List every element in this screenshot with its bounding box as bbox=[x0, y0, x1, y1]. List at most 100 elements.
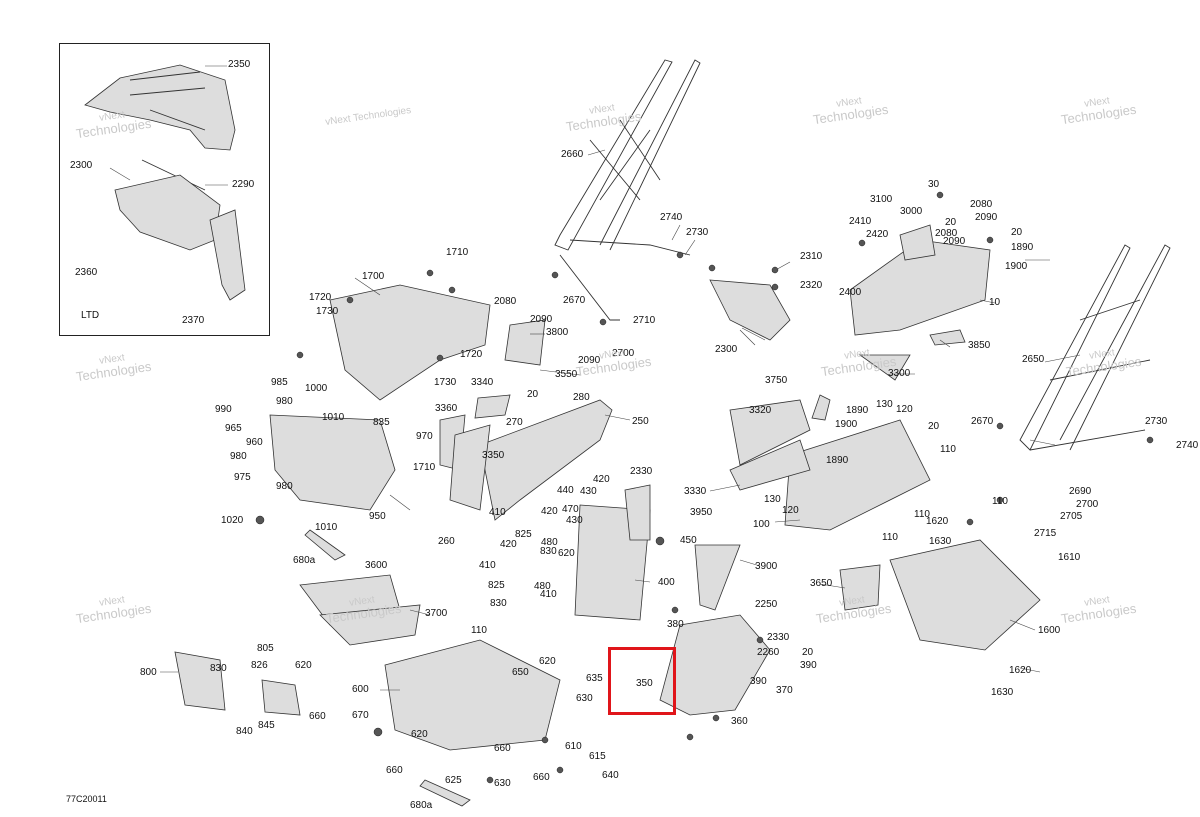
part-number-label: 390 bbox=[800, 660, 817, 671]
seat-assembly-drawing bbox=[84, 64, 246, 301]
part-number-label: 1730 bbox=[434, 377, 457, 388]
part-number-label: 1620 bbox=[926, 516, 949, 527]
part-number-label: 20 bbox=[1011, 227, 1023, 238]
part-number-label: 2250 bbox=[755, 599, 778, 610]
part-number-label: 2700 bbox=[1076, 499, 1099, 510]
part-number-label: 390 bbox=[750, 676, 767, 687]
roll-cage-right-drawing bbox=[1019, 244, 1171, 451]
part-number-label: 2090 bbox=[530, 314, 553, 325]
part-number-label: 2740 bbox=[1176, 440, 1199, 451]
part-number-label: 620 bbox=[411, 729, 428, 740]
part-number-label: 625 bbox=[445, 775, 462, 786]
part-number-label: 20 bbox=[527, 389, 539, 400]
part-number-label: 650 bbox=[512, 667, 529, 678]
part-number-label: 380 bbox=[667, 619, 684, 630]
part-number-label: 2690 bbox=[1069, 486, 1092, 497]
part-number-label: 2330 bbox=[630, 466, 653, 477]
part-number-label: 100 bbox=[753, 519, 770, 530]
part-number-label: 825 bbox=[515, 529, 532, 540]
diagram-code: 77C20011 bbox=[66, 794, 107, 804]
part-number-label: 2705 bbox=[1060, 511, 1083, 522]
part-number-label: 3300 bbox=[888, 368, 911, 379]
part-number-label: 3950 bbox=[690, 507, 713, 518]
part-number-label: 975 bbox=[234, 472, 251, 483]
part-number-label: 3320 bbox=[749, 405, 772, 416]
part-number-label: 1700 bbox=[362, 271, 385, 282]
part-number-label: 2700 bbox=[612, 348, 635, 359]
part-number-label: 2090 bbox=[578, 355, 601, 366]
part-number-label: 430 bbox=[580, 486, 597, 497]
part-number-label: 1720 bbox=[460, 349, 483, 360]
part-number-label: 840 bbox=[236, 726, 253, 737]
part-number-label: 830 bbox=[210, 663, 227, 674]
part-number-label: 470 bbox=[562, 504, 579, 515]
part-number-label: 1610 bbox=[1058, 552, 1081, 563]
part-number-label: 950 bbox=[369, 511, 386, 522]
fasteners bbox=[255, 191, 1154, 784]
roll-cage-left-drawing bbox=[554, 59, 701, 321]
part-number-label: 1010 bbox=[322, 412, 345, 423]
part-number-label: 2710 bbox=[633, 315, 656, 326]
part-number-label: 805 bbox=[257, 643, 274, 654]
part-number-label: 990 bbox=[215, 404, 232, 415]
part-number-label: 3360 bbox=[435, 403, 458, 414]
part-number-label: 660 bbox=[309, 711, 326, 722]
part-number-label: 2330 bbox=[767, 632, 790, 643]
part-number-label: 2730 bbox=[1145, 416, 1168, 427]
part-number-label: 826 bbox=[251, 660, 268, 671]
highlight-box bbox=[608, 647, 676, 715]
part-number-label: 1900 bbox=[1005, 261, 1028, 272]
part-number-label: 630 bbox=[494, 778, 511, 789]
part-number-label: 420 bbox=[593, 474, 610, 485]
part-number-label: 965 bbox=[225, 423, 242, 434]
part-number-label: 2650 bbox=[1022, 354, 1045, 365]
part-number-label: 350 bbox=[636, 678, 653, 689]
part-number-label: 2350 bbox=[228, 59, 251, 70]
part-number-label: 2410 bbox=[849, 216, 872, 227]
part-number-label: 680a bbox=[293, 555, 316, 566]
ltd-label: LTD bbox=[81, 310, 100, 321]
ltd-seat-inset bbox=[59, 43, 270, 336]
part-number-label: 30 bbox=[928, 179, 940, 190]
part-number-label: 1020 bbox=[221, 515, 244, 526]
part-number-label: 3340 bbox=[471, 377, 494, 388]
part-number-label: 2670 bbox=[971, 416, 994, 427]
part-number-label: 10 bbox=[989, 297, 1001, 308]
part-number-label: 450 bbox=[680, 535, 697, 546]
part-number-label: 980 bbox=[230, 451, 247, 462]
part-number-label: 1630 bbox=[929, 536, 952, 547]
part-number-label: 980 bbox=[276, 481, 293, 492]
part-number-label: 20 bbox=[928, 421, 940, 432]
part-number-label: 2290 bbox=[232, 179, 255, 190]
part-number-label: 2310 bbox=[800, 251, 823, 262]
part-number-label: 600 bbox=[352, 684, 369, 695]
part-number-label: 120 bbox=[896, 404, 913, 415]
part-number-label: 3650 bbox=[810, 578, 833, 589]
part-number-label: 2670 bbox=[563, 295, 586, 306]
part-number-label: 635 bbox=[586, 673, 603, 684]
part-number-label: 980 bbox=[276, 396, 293, 407]
part-number-label: 3800 bbox=[546, 327, 569, 338]
part-number-label: 2080 bbox=[970, 199, 993, 210]
part-number-label: 970 bbox=[416, 431, 433, 442]
part-number-label: 2420 bbox=[866, 229, 889, 240]
part-number-label: 640 bbox=[602, 770, 619, 781]
part-number-label: 800 bbox=[140, 667, 157, 678]
part-number-label: 400 bbox=[658, 577, 675, 588]
body-panels-drawing bbox=[174, 224, 1041, 807]
part-number-label: 2260 bbox=[757, 647, 780, 658]
part-number-label: 420 bbox=[500, 539, 517, 550]
part-number-label: 110 bbox=[882, 532, 898, 543]
part-number-label: 480 bbox=[541, 537, 558, 548]
part-number-label: 440 bbox=[557, 485, 574, 496]
part-number-label: 110 bbox=[992, 496, 1008, 507]
part-number-label: 2320 bbox=[800, 280, 823, 291]
part-number-label: 610 bbox=[565, 741, 582, 752]
part-number-label: 960 bbox=[246, 437, 263, 448]
part-number-label: 620 bbox=[558, 548, 575, 559]
part-number-label: 250 bbox=[632, 416, 649, 427]
part-number-label: 3700 bbox=[425, 608, 448, 619]
part-number-label: 1890 bbox=[1011, 242, 1034, 253]
part-number-label: 2300 bbox=[715, 344, 738, 355]
